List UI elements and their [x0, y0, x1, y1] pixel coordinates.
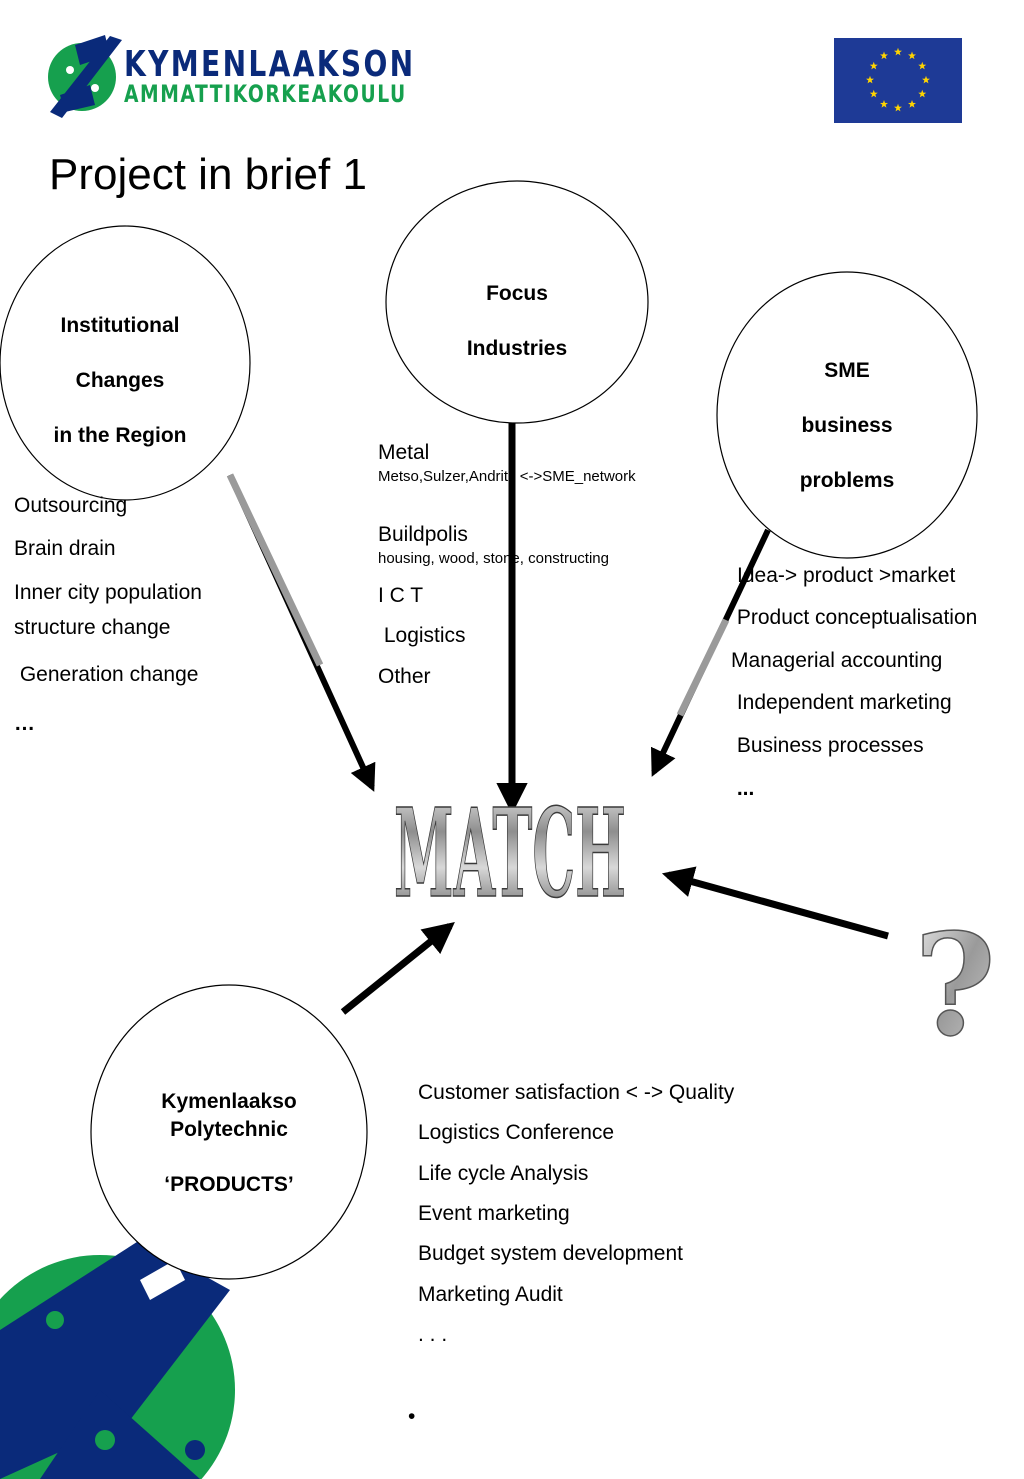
logo-name: KYMENLAAKSON	[124, 44, 416, 85]
arrow-question	[661, 866, 889, 940]
circle-focus	[385, 180, 649, 424]
focus-item-ict: I C T	[378, 584, 424, 607]
inst-item-brain-drain: Brain drain	[14, 537, 116, 560]
inst-item-generation: Generation change	[14, 663, 199, 686]
question-mark-icon: ?	[913, 922, 997, 1042]
focus-item-other: Other	[378, 665, 431, 688]
focus-label: Focus Industries	[466, 282, 568, 360]
logo-subname: AMMATTIKORKEAKOULU	[124, 80, 407, 108]
product-item-audit: Marketing Audit	[418, 1283, 563, 1306]
eu-star-icon	[908, 100, 916, 108]
inst-item-more: …	[14, 712, 35, 735]
eu-star-icon	[918, 89, 927, 98]
sme-item-product: Product conceptualisation	[731, 606, 978, 629]
focus-item-buildpolis: Buildpolis	[378, 523, 468, 546]
match-word: MATCH	[393, 792, 627, 904]
eu-star-icon	[880, 100, 888, 108]
sme-item-accounting: Managerial accounting	[731, 649, 943, 672]
svg-text:?: ?	[914, 922, 996, 1042]
eu-star-icon	[908, 51, 916, 60]
focus-item-logistics: Logistics	[378, 624, 466, 647]
eu-flag	[834, 38, 962, 123]
sme-item-marketing: Independent marketing	[731, 691, 952, 714]
bullet: •	[408, 1405, 416, 1428]
eu-star-icon	[869, 61, 878, 70]
polytechnic-label: Kymenlaakso Polytechnic ‘PRODUCTS’	[161, 1090, 297, 1196]
svg-text:MATCH: MATCH	[394, 792, 626, 904]
inst-item-inner-city: Inner city population	[14, 581, 202, 604]
product-item-budget: Budget system development	[418, 1242, 683, 1265]
eu-star-icon	[869, 89, 878, 98]
eu-star-icon	[922, 75, 930, 84]
sme-item-processes: Business processes	[731, 734, 924, 757]
product-item-more: . . .	[418, 1323, 448, 1346]
focus-item-metal-detail: Metso,Sulzer,Andritz <->SME_network	[378, 468, 636, 485]
page-title: Project in brief 1	[49, 150, 367, 199]
sme-item-idea: Idea-> product >market	[737, 564, 956, 587]
inst-item-outsourcing: Outsourcing	[14, 494, 128, 517]
circle-institutional	[0, 225, 251, 501]
top-logo-emblem	[48, 35, 122, 118]
focus-item-buildpolis-detail: housing, wood, stone, constructing	[378, 550, 609, 567]
focus-item-metal: Metal	[378, 441, 430, 464]
circle-polytechnic	[90, 984, 368, 1280]
product-item-logistics: Logistics Conference	[418, 1121, 615, 1144]
eu-star-icon	[880, 51, 888, 60]
product-item-event: Event marketing	[418, 1202, 570, 1225]
inst-item-structure-change: structure change	[14, 616, 171, 639]
circle-sme	[716, 271, 978, 559]
product-item-customer: Customer satisfaction < -> Quality	[418, 1081, 735, 1104]
arrow-polytechnic	[340, 922, 455, 1015]
eu-star-icon	[866, 75, 874, 84]
eu-star-icon	[894, 103, 902, 112]
institutional-label: Institutional Changes in the Region	[53, 314, 187, 447]
sme-item-more: ...	[731, 777, 755, 800]
eu-star-icon	[918, 61, 927, 70]
sme-label: SME business problems	[799, 359, 895, 492]
product-item-lifecycle: Life cycle Analysis	[418, 1162, 589, 1185]
eu-star-icon	[894, 47, 902, 56]
